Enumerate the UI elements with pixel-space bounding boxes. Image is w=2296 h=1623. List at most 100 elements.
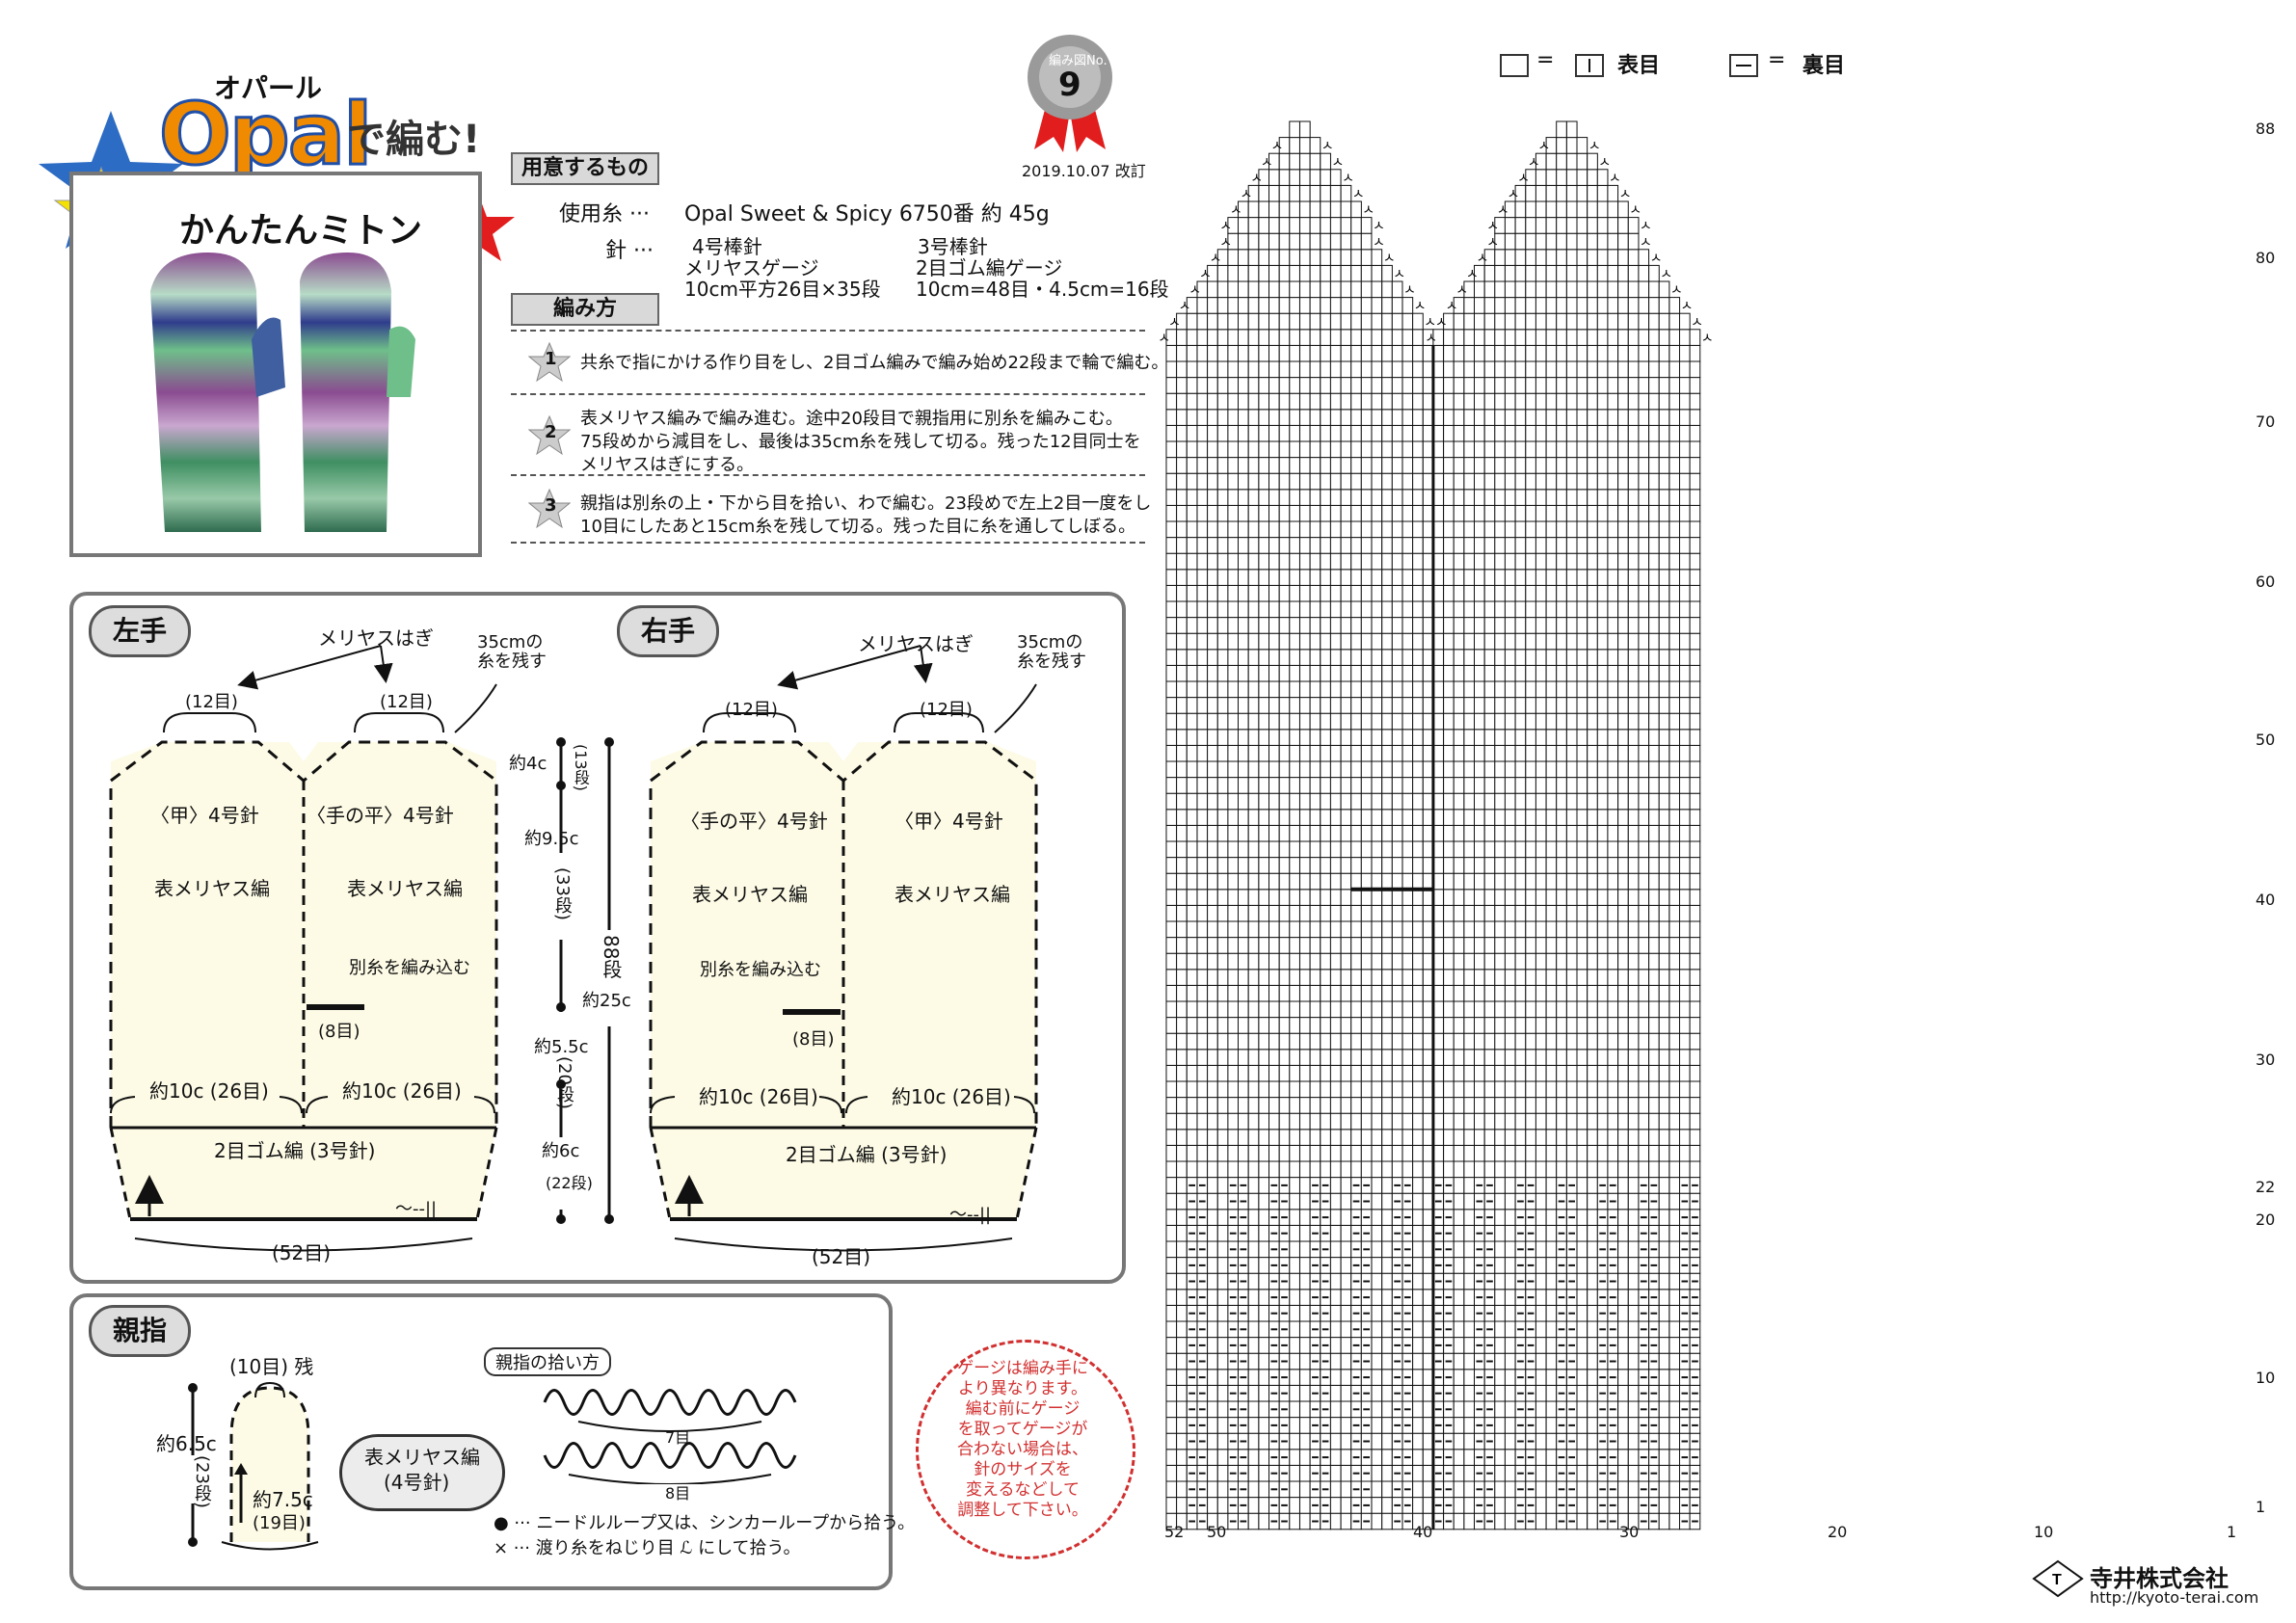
left-stockinette-right: 表メリヤス編 — [347, 877, 463, 900]
dim-3: 約5.5c — [534, 1037, 589, 1057]
brand-logo-suffix: で編む! — [347, 118, 481, 162]
left-stockinette-left: 表メリヤス編 — [154, 877, 270, 900]
right-top-left: (12目) — [725, 700, 778, 720]
thumb-width: 約7.5c — [253, 1488, 313, 1511]
needle1-gauge: 10cm平方26目×35段 — [684, 278, 881, 301]
thumb-note-1: ● ··· ニードルループ又は、シンカーループから拾う。 — [494, 1513, 916, 1533]
svg-text:ㅅ: ㅅ — [1424, 315, 1436, 331]
right-leave-1: 35cmの — [1017, 632, 1083, 652]
revision-date: 2019.10.07 改訂 — [1022, 162, 1146, 180]
svg-text:ㅅ: ㅅ — [1466, 267, 1479, 282]
svg-text:ㅅ: ㅅ — [1199, 267, 1212, 282]
left-hand-shape — [109, 645, 498, 1252]
right-waste-yarn: 別糸を編み込む — [700, 960, 821, 980]
dimension-lines — [556, 737, 614, 1224]
seal-number: 9 — [1058, 66, 1081, 104]
left-top-left: (12目) — [185, 692, 238, 712]
thumb-rows: (23段) — [192, 1455, 212, 1508]
svg-text:ㅅ: ㅅ — [1362, 203, 1375, 219]
legend-purl-symbol — [1729, 54, 1758, 77]
row-label-88: 88 — [2256, 120, 2276, 138]
svg-text:ㅅ: ㅅ — [1230, 203, 1242, 219]
row-label-10: 10 — [2256, 1369, 2276, 1387]
step-2-line-2: 75段めから減目をし、最後は35cm糸を残して切る。残った12目同士を — [580, 432, 1141, 452]
svg-text:ㅅ: ㅅ — [1660, 267, 1672, 282]
svg-text:ㅅ: ㅅ — [1241, 187, 1253, 202]
svg-text:ㅅ: ㅅ — [1640, 235, 1652, 251]
svg-text:ㅅ: ㅅ — [1497, 203, 1509, 219]
col-label-50: 50 — [1207, 1523, 1227, 1541]
needle2-name: 3号棒針 — [918, 235, 988, 258]
row-label-80: 80 — [2256, 249, 2276, 267]
seal-label: 編み図No. — [1049, 54, 1108, 68]
row-label-22: 22 — [2256, 1178, 2276, 1196]
right-top-right: (12目) — [920, 700, 973, 720]
dim-2: 約9.5c — [524, 829, 579, 849]
right-leave-2: 糸を残す — [1017, 652, 1086, 672]
thumb-oval-1: 表メリヤス編 — [364, 1446, 480, 1469]
pickup-count-7: 7目 — [665, 1428, 691, 1447]
svg-text:ㅅ: ㅅ — [1446, 299, 1458, 314]
col-label-30: 30 — [1619, 1523, 1640, 1541]
svg-text:ㅅ: ㅅ — [1168, 315, 1181, 331]
right-hand-shape — [649, 645, 1038, 1252]
row-label-40: 40 — [2256, 891, 2276, 909]
step-3-star-icon — [528, 488, 571, 529]
company-name: 寺井株式会社 — [2090, 1565, 2229, 1592]
svg-text:ㅅ: ㅅ — [1486, 235, 1499, 251]
right-rib: 2目ゴム編 (3号針) — [786, 1143, 948, 1166]
svg-text:ㅅ: ㅅ — [1701, 331, 1714, 346]
materials-heading: 用意するもの — [511, 152, 659, 185]
needle2-gauge-title: 2目ゴム編ゲージ — [916, 256, 1063, 279]
svg-text:ㅅ: ㅅ — [1477, 251, 1489, 266]
yarn-label: 使用糸 ··· — [559, 202, 650, 226]
svg-text:ㅅ: ㅅ — [1188, 283, 1201, 299]
yarn-value: Opal Sweet & Spicy 6750番 約 45g — [684, 202, 1050, 226]
row-label-20: 20 — [2256, 1211, 2276, 1229]
svg-text:ㅅ: ㅅ — [1670, 283, 1683, 299]
svg-text:ㅅ: ㅅ — [1158, 331, 1170, 346]
gauge-note-text: ゲージは編み手に より異なります。 編む前にゲージ を取ってゲージが 合わない場… — [957, 1359, 1088, 1520]
gauge-note-circle — [916, 1340, 1135, 1559]
svg-text:ㅅ: ㅅ — [1619, 187, 1632, 202]
pickup-title: 親指の拾い方 — [484, 1347, 611, 1376]
right-stockinette-right: 表メリヤス編 — [894, 883, 1010, 906]
row-label-60: 60 — [2256, 572, 2276, 591]
right-panel-right-title: 〈甲〉4号針 — [894, 810, 1003, 833]
dim-1: 約4c — [509, 754, 547, 774]
svg-text:ㅅ: ㅅ — [1681, 299, 1694, 314]
left-panel-left-title: 〈甲〉4号針 — [150, 804, 259, 827]
svg-text:ㅅ: ㅅ — [1425, 331, 1437, 346]
brand-kana: オパール — [214, 72, 323, 104]
row-label-1: 1 — [2256, 1498, 2266, 1516]
step-1-line-1: 共糸で指にかける作り目をし、2目ゴム編みで編み始め22段まで輪で編む。 — [580, 353, 1169, 373]
legend-eq-1: = — [1536, 48, 1555, 72]
thumb-oval — [339, 1434, 505, 1511]
row-label-50: 50 — [2256, 731, 2276, 749]
right-bottom-count: (52目) — [812, 1245, 871, 1268]
thumb-oval-2: (4号針) — [384, 1471, 450, 1494]
thumb-stitches: (19目) — [253, 1513, 306, 1533]
step-3-number: 3 — [545, 495, 557, 516]
mitten-photo — [150, 253, 415, 532]
dim-4-rows: (22段) — [546, 1174, 593, 1192]
col-label-1: 1 — [2227, 1523, 2237, 1541]
dim-1-rows: (13段) — [572, 744, 590, 791]
left-kitchener: メリヤスはぎ — [318, 626, 434, 650]
left-tilde: 〜--|| — [395, 1199, 438, 1219]
photo-frame: かんたんミトン — [69, 172, 482, 557]
svg-text:ㅅ: ㅅ — [1373, 235, 1385, 251]
svg-text:ㅅ: ㅅ — [1393, 267, 1405, 282]
svg-text:ㅅ: ㅅ — [1219, 235, 1232, 251]
svg-text:ㅅ: ㅅ — [1352, 187, 1365, 202]
right-waste-count: (8目) — [792, 1029, 835, 1050]
right-hand-label: 右手 — [617, 605, 719, 657]
needle1-gauge-title: メリヤスゲージ — [684, 256, 819, 279]
left-panel-right-title: 〈手の平〉4号針 — [307, 804, 454, 827]
dim-2-rows: (33段) — [552, 867, 573, 920]
svg-text:ㅅ: ㅅ — [1508, 187, 1520, 202]
right-stockinette-left: 表メリヤス編 — [692, 883, 808, 906]
right-width-left: 約10c (26目) — [699, 1085, 818, 1108]
right-width-right: 約10c (26目) — [892, 1085, 1011, 1108]
